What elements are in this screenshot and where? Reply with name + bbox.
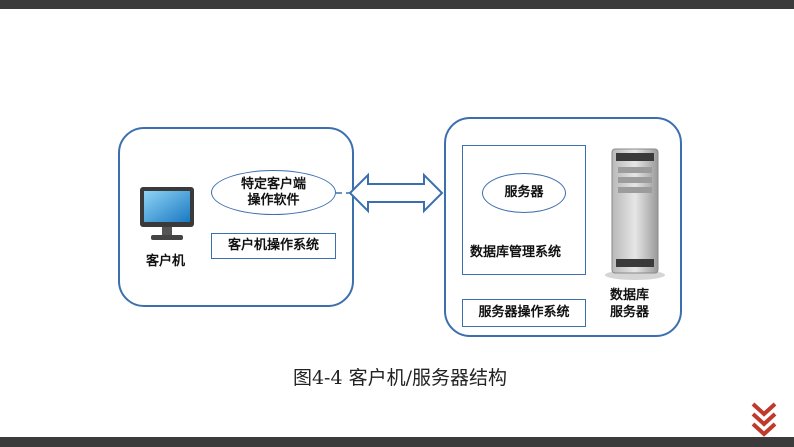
server-oval: 服务器 (482, 173, 566, 213)
db-server-label-line1: 数据库 (610, 288, 650, 303)
figure-caption: 图4-4 客户机/服务器结构 (292, 367, 508, 389)
server-os-box: 服务器操作系统 (462, 299, 586, 327)
client-software-line2: 操作软件 (247, 192, 300, 208)
client-os-label: 客户机操作系统 (227, 238, 319, 253)
server-oval-label: 服务器 (504, 185, 544, 200)
server-os-label: 服务器操作系统 (478, 305, 570, 320)
client-software-line1: 特定客户端 (240, 176, 306, 192)
bottom-bar (0, 437, 794, 447)
client-software-oval: 特定客户端 操作软件 (211, 170, 336, 215)
db-server-label-line2: 服务器 (610, 305, 650, 320)
server-tower-icon (605, 148, 665, 280)
top-bar (0, 0, 794, 9)
double-arrow-icon (336, 172, 448, 214)
monitor-icon (140, 187, 194, 240)
chevron-down-icon[interactable] (751, 402, 777, 437)
dbms-label: 数据库管理系统 (470, 245, 562, 260)
client-label: 客户机 (146, 254, 186, 269)
client-os-box: 客户机操作系统 (211, 233, 336, 259)
